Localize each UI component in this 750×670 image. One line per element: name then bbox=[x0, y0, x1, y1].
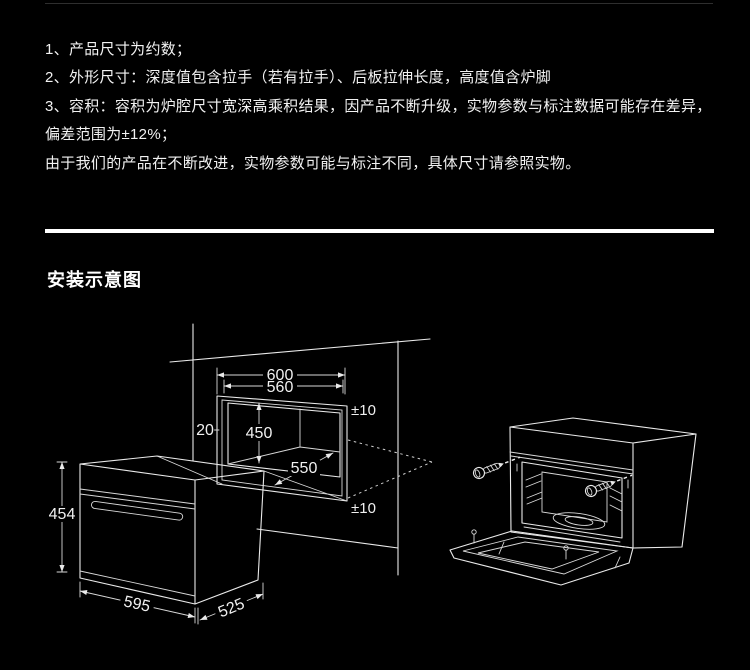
dim-label-550: 550 bbox=[291, 460, 318, 477]
section-divider bbox=[45, 229, 714, 233]
dim-oven-depth: 525 bbox=[197, 582, 264, 625]
arrowhead bbox=[255, 594, 263, 600]
door-hinge-marks bbox=[498, 541, 621, 569]
screw-tip bbox=[610, 480, 616, 486]
dim-ticks bbox=[197, 582, 264, 625]
arrowhead bbox=[59, 565, 65, 572]
arrowhead bbox=[338, 372, 345, 378]
control-band bbox=[509, 451, 634, 475]
label-bg bbox=[263, 366, 297, 381]
screw-shaft bbox=[594, 480, 613, 492]
arrowhead bbox=[80, 590, 88, 595]
cavity-heater-ring-inner bbox=[564, 516, 594, 526]
oven-body-edges bbox=[509, 426, 697, 549]
screw-guide-dashed-line bbox=[616, 474, 633, 482]
alignment-lines bbox=[156, 455, 348, 502]
wall-lines bbox=[169, 323, 431, 576]
cavity-back-wall bbox=[541, 471, 608, 523]
mounting-screw-right bbox=[584, 474, 633, 498]
screw-shaft bbox=[482, 462, 501, 474]
note-line-1: 1、产品尺寸为约数； bbox=[45, 41, 192, 58]
oven-mounting-illustration bbox=[449, 417, 697, 586]
oven-body-outline bbox=[509, 417, 697, 549]
label-bg bbox=[118, 592, 156, 615]
dim-ticks bbox=[216, 367, 346, 395]
screw-guide-dashed-line bbox=[504, 456, 521, 464]
dim-niche-inner-width: 560 bbox=[223, 379, 344, 396]
label-bg bbox=[212, 594, 250, 621]
label-group: 595 bbox=[118, 592, 156, 616]
cavity-opening bbox=[521, 461, 623, 539]
arrowhead bbox=[59, 462, 65, 469]
dim-niche-depth: 550 bbox=[274, 452, 334, 486]
niche-depth-lines bbox=[227, 408, 341, 465]
door-window bbox=[477, 541, 600, 570]
top-hairline-divider bbox=[45, 3, 713, 4]
frame-vent-slots bbox=[516, 463, 629, 489]
dim-niche-width: 600 bbox=[216, 366, 346, 395]
dim-label-600: 600 bbox=[267, 367, 294, 384]
oven-handle bbox=[91, 500, 184, 521]
section-title: 安装示意图 bbox=[47, 270, 142, 290]
cavity-heater-ring-outer bbox=[552, 512, 606, 530]
dim-niche-height: 450 bbox=[243, 402, 275, 464]
door-outline bbox=[449, 530, 634, 586]
dim-oven-height: 454 bbox=[46, 461, 78, 573]
arrowhead bbox=[217, 372, 224, 378]
oven-box bbox=[79, 455, 265, 605]
dim-oven-width: 595 bbox=[79, 581, 196, 624]
dim-ticks bbox=[223, 379, 344, 394]
product-notes: 1、产品尺寸为约数； 2、外形尺寸：深度值包含拉手（若有拉手）、后板拉伸长度，高… bbox=[45, 36, 712, 178]
cavity-floor-lip bbox=[523, 526, 621, 543]
label-bg bbox=[243, 424, 275, 441]
label-bg bbox=[263, 380, 297, 394]
arrowhead bbox=[275, 479, 283, 485]
mounting-screw-left bbox=[472, 456, 521, 480]
oven-open-door bbox=[449, 529, 634, 586]
oven-door-seams bbox=[79, 488, 196, 597]
label-bg bbox=[46, 506, 78, 522]
label-group: 525 bbox=[212, 594, 250, 621]
arrowhead bbox=[200, 614, 208, 620]
dim-ticks bbox=[79, 581, 196, 624]
dim-label-20: 20 bbox=[196, 422, 214, 439]
arrowhead bbox=[187, 613, 195, 618]
niche-inner-rim bbox=[221, 399, 343, 497]
dim-label-560: 560 bbox=[267, 379, 294, 396]
dim-label-tolerance-top: ±10 bbox=[351, 402, 376, 419]
cavity-rack-lines bbox=[525, 473, 623, 512]
note-line-4: 偏差范围为±12%； bbox=[45, 126, 177, 144]
oven-box-outline bbox=[79, 455, 265, 605]
door-latch-pin-head bbox=[563, 545, 569, 551]
door-rim bbox=[462, 536, 619, 575]
dim-label-tolerance-bottom: ±10 bbox=[351, 500, 376, 517]
note-line-2: 2、外形尺寸：深度值包含拉手（若有拉手）、后板拉伸长度，高度值含炉脚 bbox=[45, 69, 552, 87]
door-latch-pin-head bbox=[471, 529, 477, 535]
arrowhead bbox=[336, 383, 343, 389]
arrowhead bbox=[256, 403, 262, 410]
arrowhead bbox=[224, 383, 231, 389]
screw-threads bbox=[598, 481, 611, 491]
screw-threads bbox=[486, 463, 499, 473]
note-line-5: 由于我们的产品在不断改进，实物参数可能与标注不同，具体尺寸请参照实物。 bbox=[45, 154, 581, 172]
screw-head-detail bbox=[586, 487, 593, 496]
dotted-projection-lines bbox=[347, 439, 433, 499]
dim-label-595: 595 bbox=[122, 593, 152, 615]
niche-opening bbox=[227, 402, 341, 478]
dim-label-450: 450 bbox=[246, 425, 273, 442]
arrowhead bbox=[325, 453, 333, 459]
door-latch-pins bbox=[473, 533, 567, 560]
installation-diagram: 600 560 450 bbox=[46, 323, 697, 625]
label-bg bbox=[288, 460, 320, 476]
note-line-3: 3、容积：容积为炉腔尺寸宽深高乘积结果，因产品不断升级，实物参数与标注数据可能存… bbox=[45, 97, 712, 115]
arrowhead bbox=[256, 456, 262, 463]
dim-label-454: 454 bbox=[49, 506, 76, 523]
dim-top-gap: 20 bbox=[196, 422, 220, 439]
screw-tip bbox=[498, 462, 504, 468]
screw-head-detail bbox=[474, 469, 481, 478]
cutout-dimension-drawing: 600 560 450 bbox=[46, 323, 433, 625]
